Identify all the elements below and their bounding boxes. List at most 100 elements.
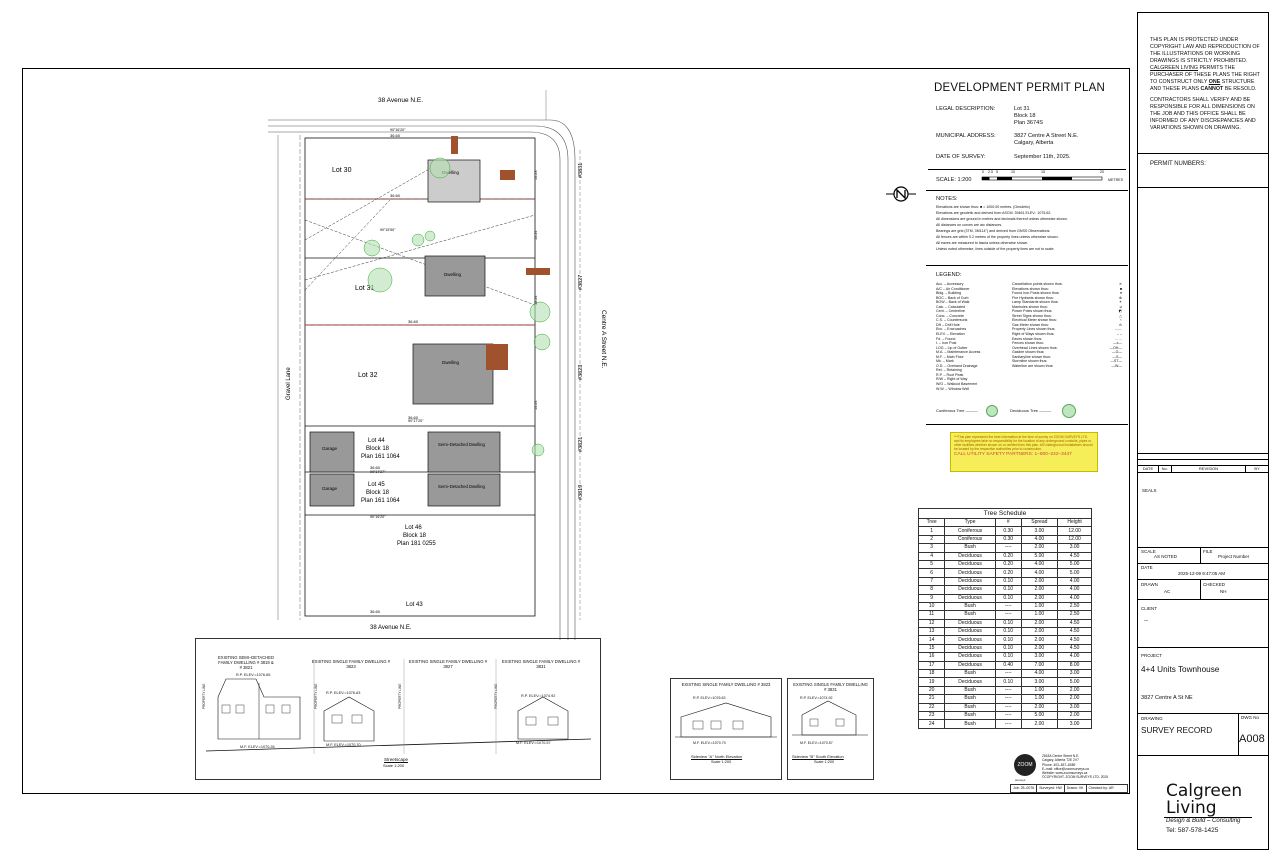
warning-text: ***This plan represents the best informa… bbox=[954, 435, 1093, 451]
building-label: Dwelling bbox=[442, 360, 460, 365]
legend-abbr: R.P. – Roof Peak bbox=[936, 372, 964, 377]
table-cell: 0.10 bbox=[994, 593, 1022, 603]
table-cell: 0.10 bbox=[994, 585, 1022, 595]
legend-symbol: Cancellation points shown thus: bbox=[1012, 282, 1063, 286]
table-cell: 0.30 bbox=[994, 526, 1022, 536]
table-cell: 12 bbox=[917, 618, 946, 629]
rev-no-header: No. bbox=[1159, 465, 1172, 472]
table-cell: 2.00 bbox=[1057, 710, 1092, 721]
table-cell: 2.00 bbox=[1020, 643, 1059, 654]
table-cell: Deciduous bbox=[944, 576, 996, 587]
file-label: FILE bbox=[1203, 549, 1213, 554]
divider bbox=[1138, 647, 1268, 648]
revision-header: DATE No. REVISION BY bbox=[1138, 465, 1268, 473]
overhead-lines bbox=[304, 159, 536, 306]
scale-tick: 2.5 bbox=[988, 170, 993, 174]
contractors-notice: CONTRACTORS SHALL VERIFY AND BE RESPONSI… bbox=[1150, 97, 1256, 131]
permit-numbers-label: PERMIT NUMBERS: bbox=[1150, 161, 1206, 167]
table-cell: Deciduous bbox=[944, 559, 996, 570]
deciduous-tree-icon bbox=[1062, 404, 1076, 418]
surveyor-copyright: ©COPYRIGHT, ZOOM SURVEYS LTD. 2025 bbox=[1042, 775, 1109, 780]
notice-text: THIS PLAN IS PROTECTED UNDER COPYRIGHT L… bbox=[1150, 37, 1260, 64]
table-cell: 9 bbox=[917, 593, 946, 603]
drawing-value: SURVEY RECORD bbox=[1141, 726, 1213, 735]
main-floor-elev: M.F. ELEV.=1070.70 bbox=[693, 741, 726, 745]
table-cell: Bush bbox=[944, 610, 996, 620]
zoom-logo-icon: ZOOM bbox=[1014, 754, 1036, 776]
date-label: DATE bbox=[1141, 565, 1153, 570]
legend-coniferous: Coniferous Tree ——— bbox=[936, 408, 978, 413]
dimension-label: 36.60 bbox=[408, 319, 419, 324]
table-cell: 14 bbox=[917, 635, 946, 645]
table-cell: 4.50 bbox=[1057, 635, 1092, 645]
bearing-label: 90°17'20" bbox=[408, 419, 424, 423]
table-cell: 1 bbox=[917, 526, 946, 536]
table-cell: 0.10 bbox=[994, 652, 1022, 662]
table-cell: 24 bbox=[917, 719, 946, 729]
legend-abbr: I. – Iron Post bbox=[936, 341, 957, 346]
table-cell: 4.00 bbox=[1057, 593, 1092, 603]
roof-peak-elev: R.P. ELEV.=1074.92 bbox=[521, 694, 556, 698]
table-cell: Deciduous bbox=[944, 568, 996, 578]
street-bottom-label: 38 Avenue N.E. bbox=[370, 625, 412, 631]
legend-abbr: R/W – Right of Way bbox=[936, 377, 968, 382]
table-cell: 7.00 bbox=[1020, 660, 1059, 671]
divider bbox=[1138, 153, 1268, 154]
legend-symbol-marks: ✕ ■ ● ⊕ ✴ ⦻ ◩ △ ⌁ ⊝ —— – – …… —x— —OH— —… bbox=[1092, 282, 1122, 368]
legend-symbol: Eaves shown thus: bbox=[1012, 336, 1043, 341]
divider bbox=[928, 169, 1126, 170]
table-cell: 3.00 bbox=[1057, 543, 1092, 553]
lot-label: Block 18 bbox=[366, 446, 390, 452]
semi-detached-footprint bbox=[427, 473, 501, 507]
building-label: Garage bbox=[322, 446, 338, 451]
address-label: #3827 bbox=[578, 275, 584, 290]
table-cell: 5 bbox=[917, 559, 946, 570]
table-cell: ---- bbox=[994, 543, 1022, 553]
table-cell: Deciduous bbox=[944, 677, 996, 687]
table-cell: 4.00 bbox=[1057, 576, 1092, 587]
lot-label: Lot 31 bbox=[355, 285, 375, 292]
notice-cannot: CANNOT bbox=[1200, 86, 1224, 92]
table-cell: Deciduous bbox=[944, 593, 996, 603]
legend-symbol: Waterline are shown thus: bbox=[1012, 363, 1054, 368]
dwelling-footprint bbox=[412, 343, 494, 405]
note-line: All distances on curves are arc distance… bbox=[936, 223, 1003, 227]
legend-abbreviations: Acc. – Accessory A/C – Air Conditioner B… bbox=[936, 282, 1026, 391]
checked-value: NH bbox=[1220, 589, 1227, 594]
legend-abbr: Enc. – Encroaches bbox=[936, 327, 967, 332]
legal-label: LEGAL DESCRIPTION: bbox=[936, 106, 996, 112]
table-cell: 4.50 bbox=[1057, 627, 1092, 637]
table-cell: 6 bbox=[917, 568, 946, 578]
site-plan: 38 Avenue N.E. Centre A Street N.E. Grav… bbox=[268, 90, 607, 640]
table-cell: 3.00 bbox=[1057, 669, 1092, 679]
table-cell: 2.00 bbox=[1057, 694, 1092, 704]
surveyor-address2: Calgary, Alberta T2E 2V7 bbox=[1042, 758, 1079, 763]
seals-label: SEALS bbox=[1142, 488, 1157, 493]
dimension-label: 15.24 bbox=[534, 295, 538, 305]
table-cell: 0.10 bbox=[994, 677, 1022, 687]
table-cell: ---- bbox=[994, 710, 1022, 721]
table-cell: 2.00 bbox=[1020, 585, 1059, 595]
table-cell: 4.00 bbox=[1020, 559, 1059, 570]
surveyor-phone: Phone: 403–837–8089 bbox=[1042, 762, 1076, 767]
legend-mark-icon: ● bbox=[1119, 291, 1122, 296]
table-cell: Bush bbox=[944, 601, 996, 612]
table-cell: 5.00 bbox=[1020, 710, 1059, 721]
table-cell: ---- bbox=[994, 669, 1022, 679]
dwg-no-label: DWG No bbox=[1241, 715, 1259, 720]
table-cell: Deciduous bbox=[944, 643, 996, 654]
table-cell: 19 bbox=[917, 677, 946, 687]
lot-label: Block 18 bbox=[366, 490, 390, 496]
plan-title: DEVELOPMENT PERMIT PLAN bbox=[934, 82, 1105, 94]
dimension-label: 15.23 bbox=[534, 170, 538, 180]
note-line: Elevations are shown thus: ■ = 1000.00 m… bbox=[936, 205, 1030, 209]
divider bbox=[926, 190, 1128, 191]
